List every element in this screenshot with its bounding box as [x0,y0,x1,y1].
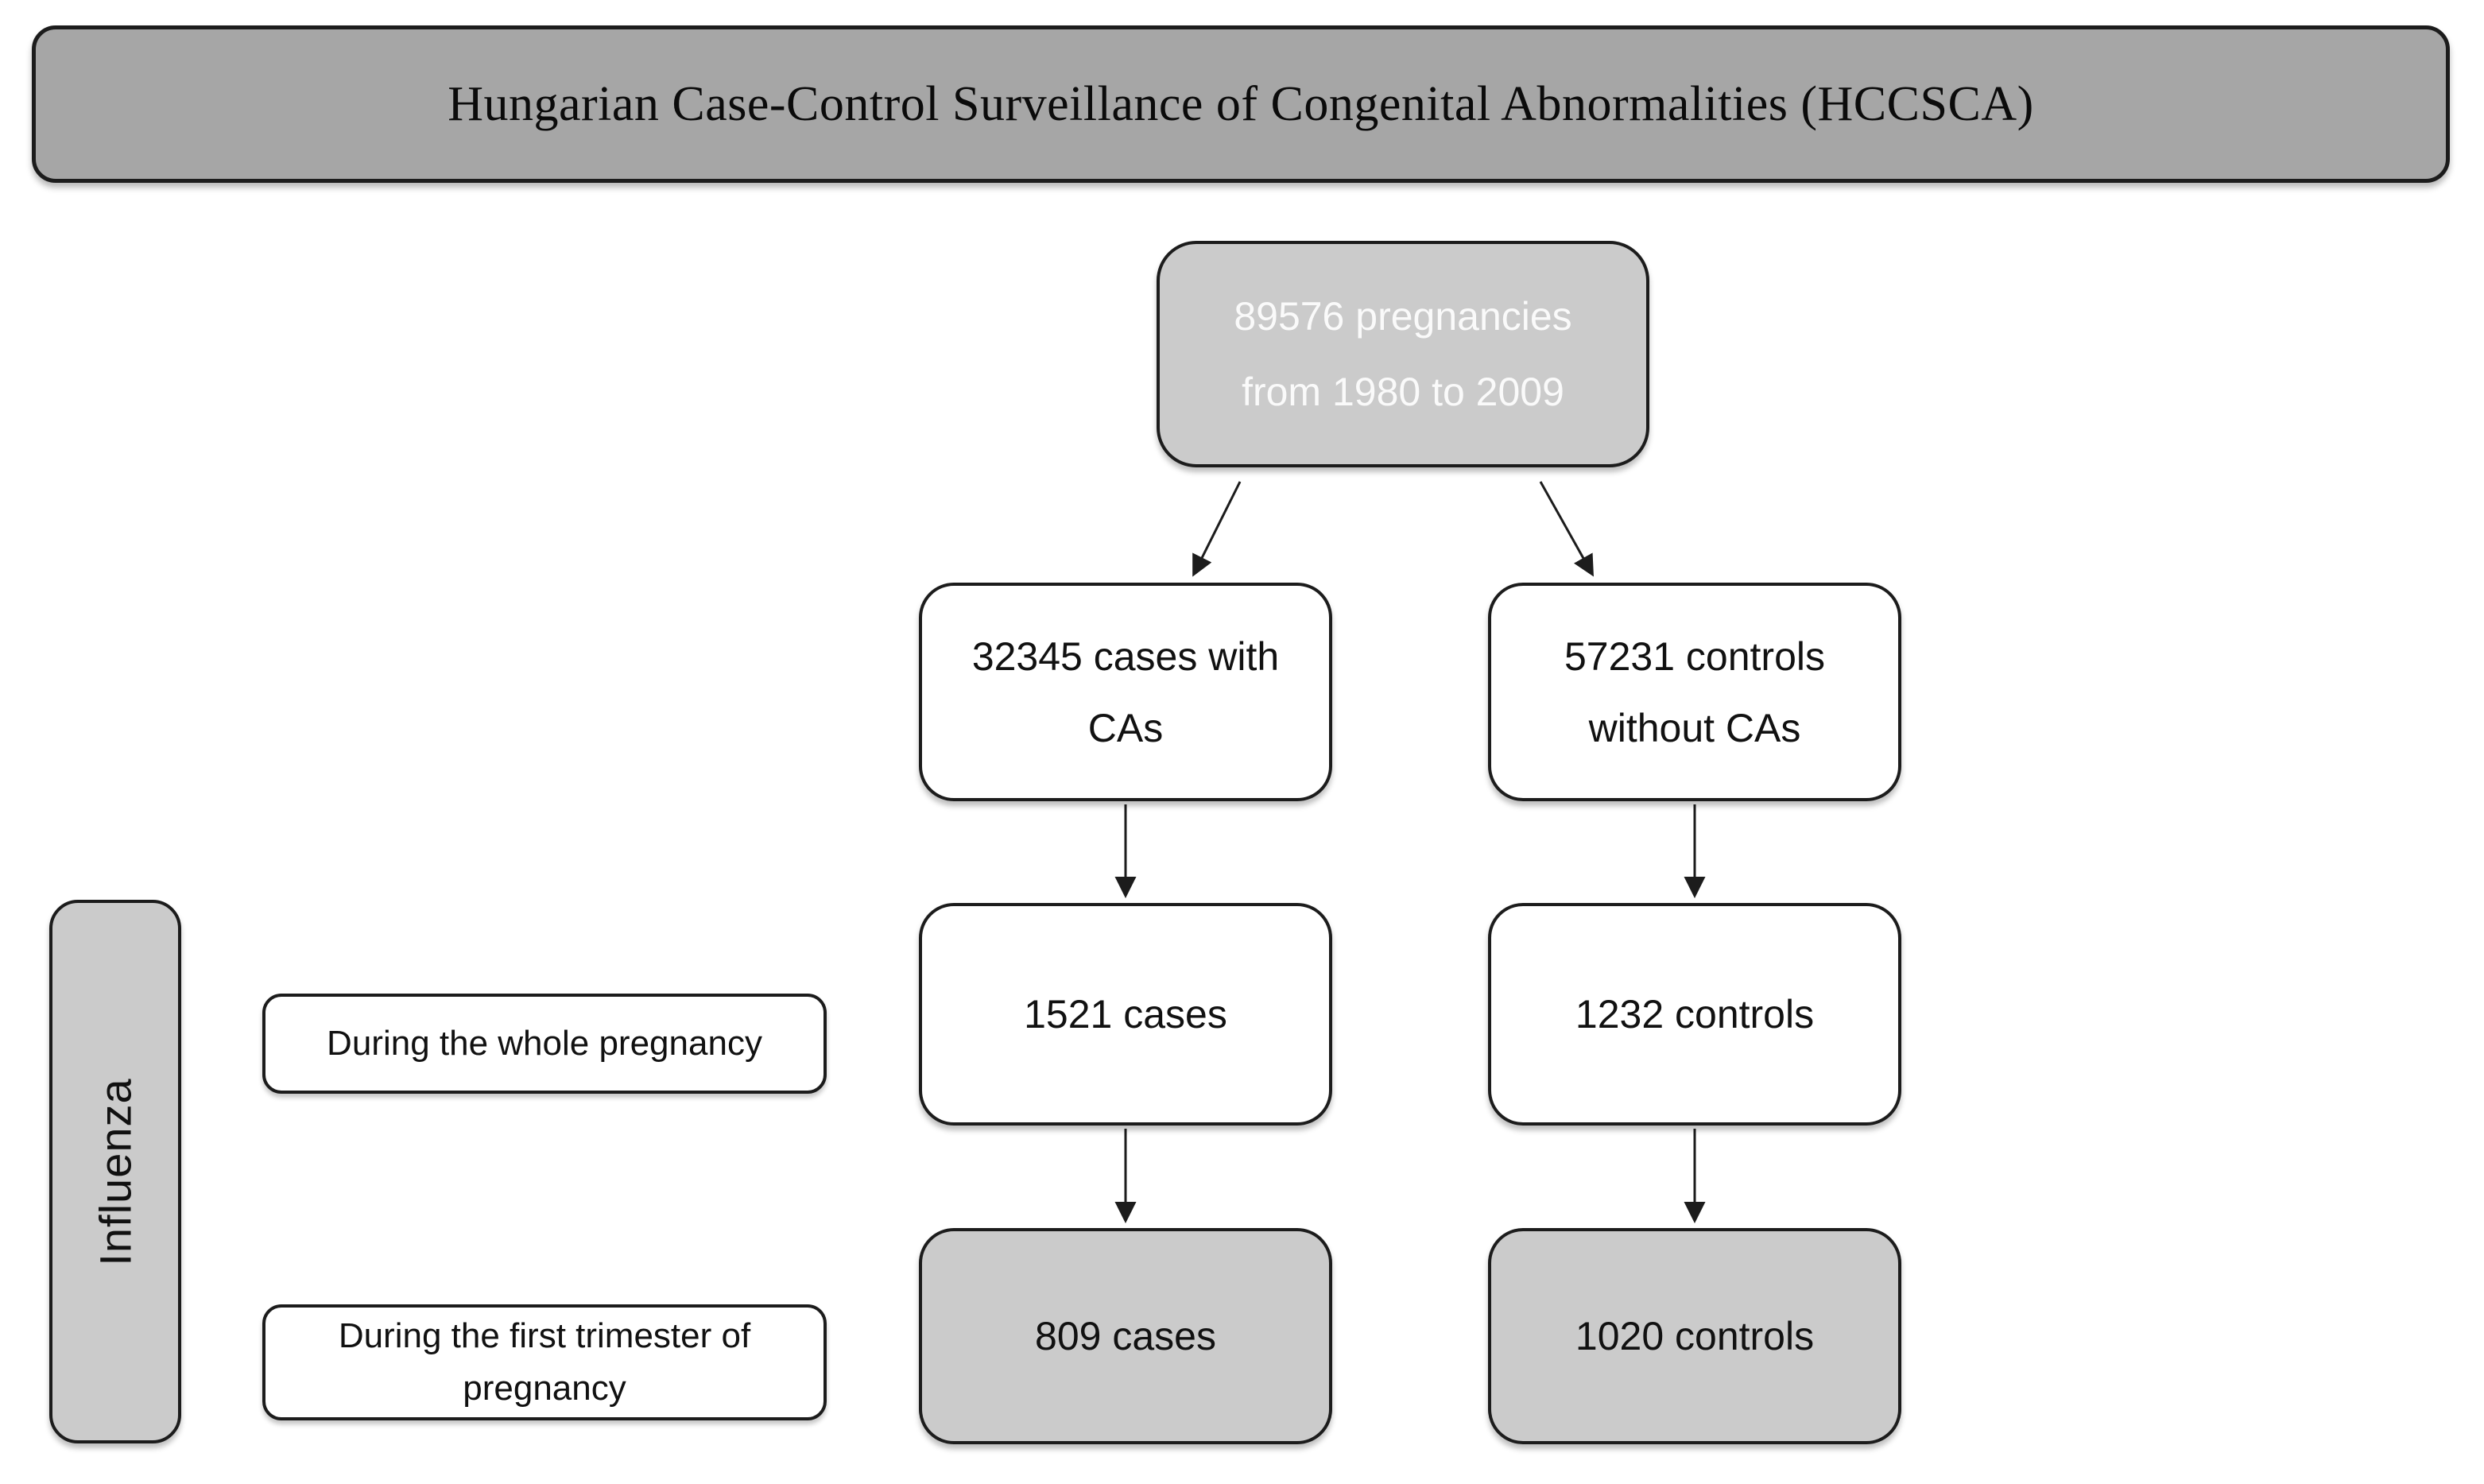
node-cases-first-trimester: 809 cases [919,1228,1332,1444]
category-bar-influenza-label: Influenza [90,1077,141,1266]
category-bar-influenza: Influenza [49,900,181,1443]
arrow-root-to-cases [1192,481,1242,577]
node-controls-whole-pregnancy-label: 1232 controls [1575,992,1815,1036]
node-cases-whole-pregnancy: 1521 cases [919,903,1332,1126]
node-cases-total-label: 32345 cases with CAs [971,634,1280,750]
row-label-whole-pregnancy: During the whole pregnancy [262,994,827,1094]
node-pregnancies-root: 89576 pregnancies from 1980 to 2009 [1157,241,1649,467]
banner-title: Hungarian Case-Control Surveillance of C… [448,76,2034,131]
node-controls-first-trimester: 1020 controls [1488,1228,1901,1444]
node-controls-total-label: 57231 controls without CAs [1564,634,1825,750]
arrow-root-to-controls [1539,481,1594,577]
node-cases-total: 32345 cases with CAs [919,583,1332,801]
row-label-whole-pregnancy-text: During the whole pregnancy [327,1024,762,1063]
row-label-first-trimester-text: During the first trimester of pregnancy [338,1316,751,1408]
banner-hccsca: Hungarian Case-Control Surveillance of C… [32,25,2450,183]
node-controls-whole-pregnancy: 1232 controls [1488,903,1901,1126]
row-label-first-trimester: During the first trimester of pregnancy [262,1304,827,1420]
node-controls-total: 57231 controls without CAs [1488,583,1901,801]
node-cases-first-trimester-label: 809 cases [1035,1314,1216,1358]
node-controls-first-trimester-label: 1020 controls [1575,1314,1815,1358]
node-pregnancies-root-label: 89576 pregnancies from 1980 to 2009 [1234,293,1572,414]
node-cases-whole-pregnancy-label: 1521 cases [1024,992,1227,1036]
